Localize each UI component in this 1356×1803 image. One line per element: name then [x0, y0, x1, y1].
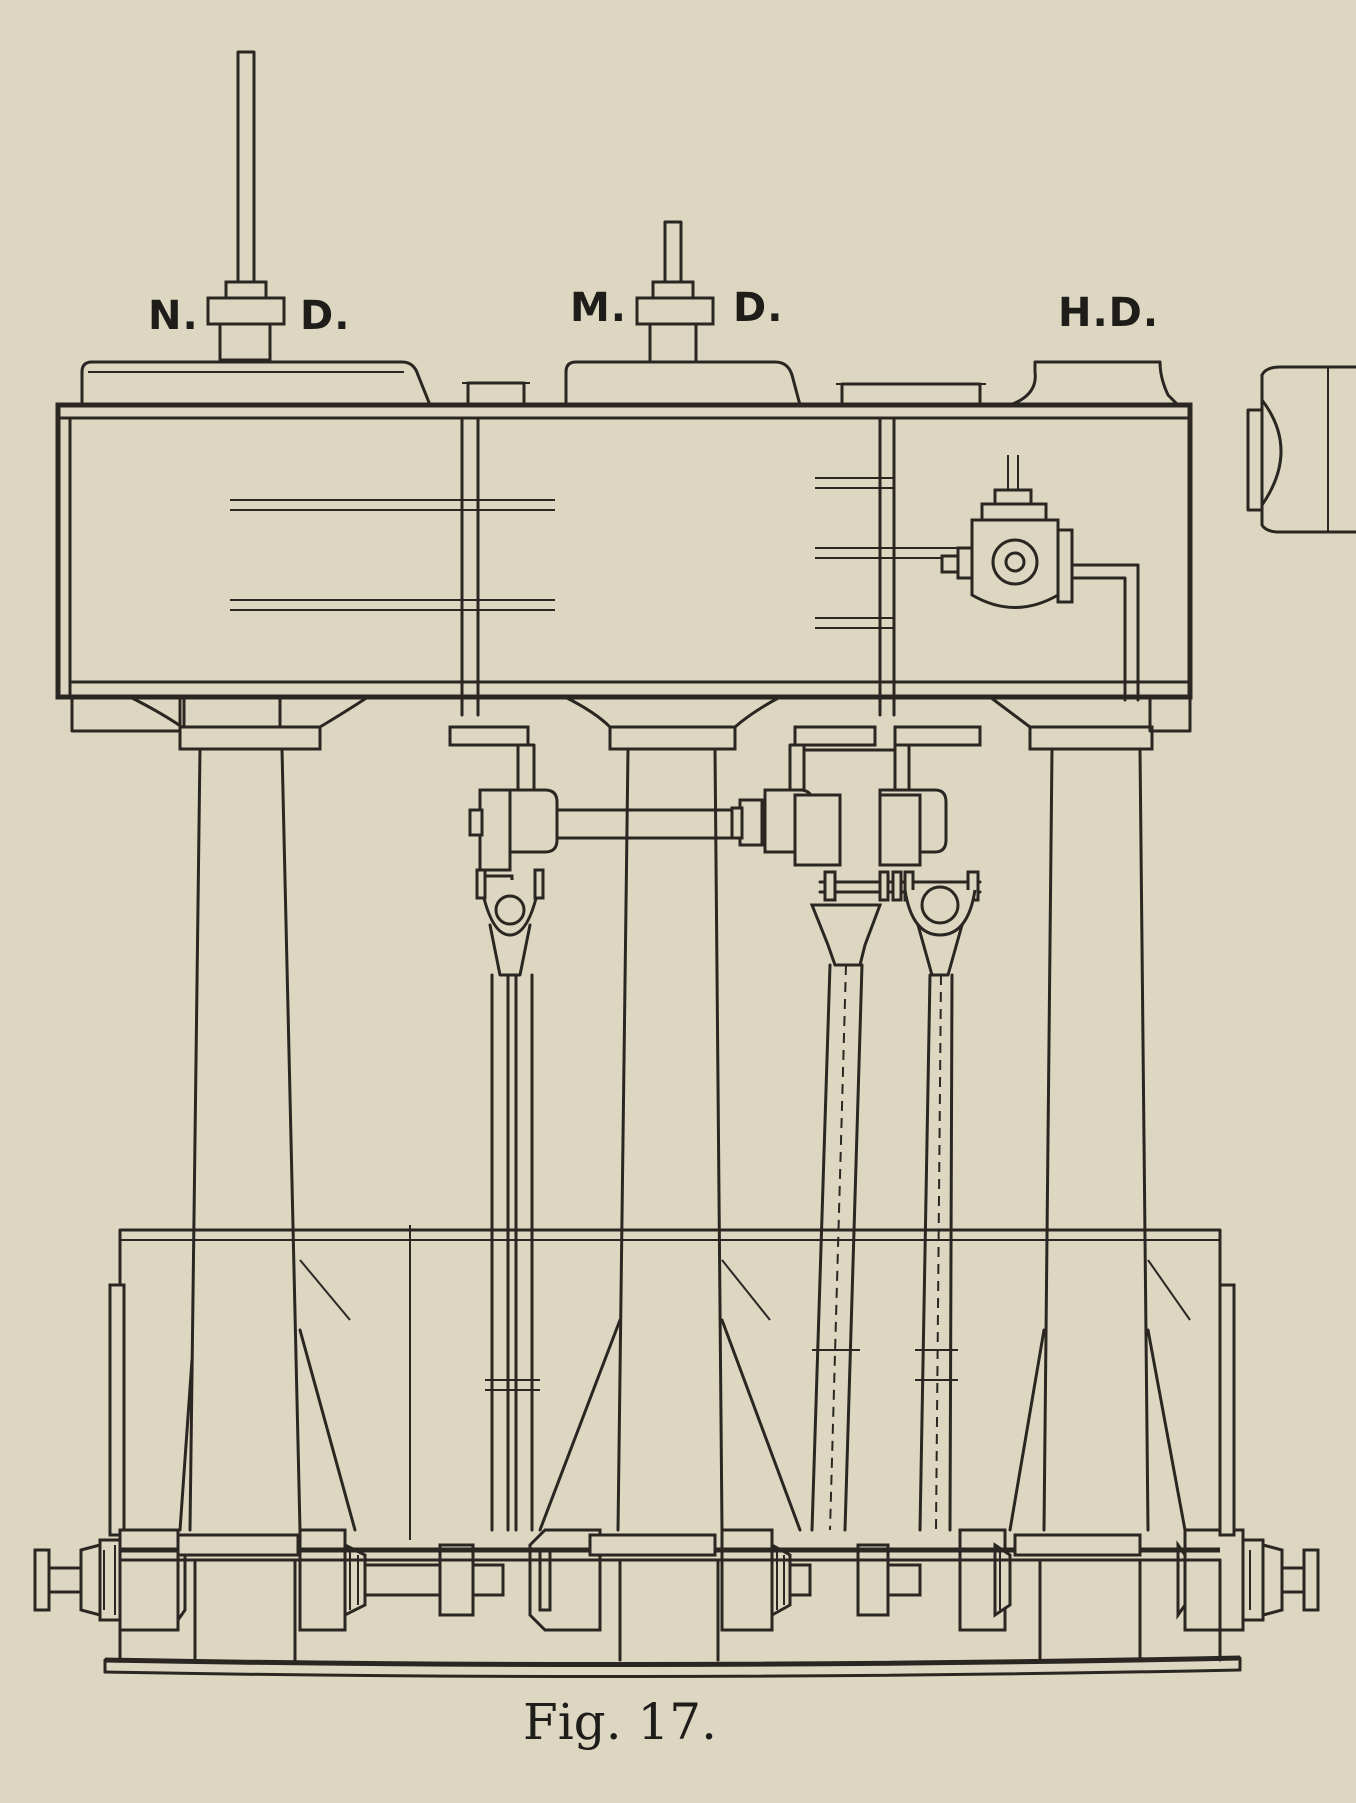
bedplate: [103, 1533, 1242, 1679]
md-column: [538, 747, 802, 1532]
nd-column: [178, 747, 357, 1532]
nd-label-right: D.: [300, 293, 351, 339]
valve-gear: [468, 743, 982, 977]
figure-caption: Fig. 17.: [523, 1693, 717, 1751]
crank-case: [118, 1225, 1222, 1552]
eccentric-rods: [485, 963, 958, 1532]
valve-chest-top-2: [836, 382, 986, 407]
stop-valve: [940, 455, 1140, 702]
hd-label: H.D.: [1058, 290, 1160, 336]
hd-cylinder-cover: [1008, 360, 1180, 407]
crankshaft: [33, 1283, 1320, 1632]
md-piston-rod: [635, 220, 715, 364]
nd-label-left: N.: [148, 293, 199, 339]
hd-column: [1008, 747, 1187, 1532]
nd-piston-rod: [206, 50, 286, 362]
md-label-right: D.: [733, 285, 784, 331]
cylinder-block: [55, 402, 1193, 717]
adjacent-cylinder-fragment: [1246, 365, 1356, 534]
md-label-left: M.: [570, 285, 627, 331]
column-heads: [70, 695, 1192, 751]
md-cylinder-cover: [564, 360, 802, 407]
valve-chest-top-1: [462, 381, 530, 407]
nd-cylinder-cover: [80, 360, 432, 407]
